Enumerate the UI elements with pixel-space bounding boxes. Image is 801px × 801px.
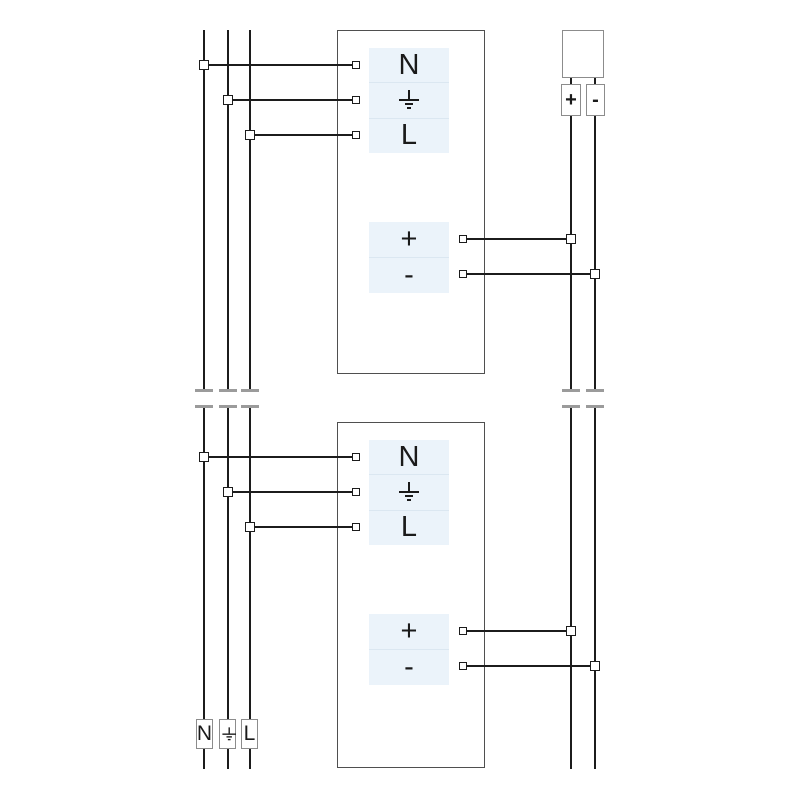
load-negative-terminal: - [586, 84, 605, 116]
break-cap [562, 405, 580, 408]
terminal-label-line: L [369, 509, 449, 545]
junction-square [223, 95, 233, 105]
neutral-label: N [398, 440, 420, 473]
junction-square [566, 234, 576, 244]
junction-square [199, 452, 209, 462]
load-positive-terminal: + [561, 84, 581, 116]
positive-label: + [400, 615, 418, 647]
mains-neutral-terminal: N [196, 719, 213, 749]
junction-square [566, 626, 576, 636]
unit1-dc-terminal-panel: + - [369, 222, 449, 293]
wire-negative-unit2 [463, 665, 595, 667]
load-positive-stub [570, 78, 572, 84]
wire-positive-unit1 [463, 238, 571, 240]
wire-positive-unit2 [463, 630, 571, 632]
bus-neutral-top [203, 30, 205, 392]
terminal-label-neutral: N [369, 440, 449, 474]
bus-line-bottom [249, 406, 251, 769]
load-box [562, 30, 604, 78]
terminal-label-line: L [369, 117, 449, 153]
terminal-label-negative: - [369, 649, 449, 685]
wire-earth-unit1 [228, 99, 356, 101]
junction-square [245, 522, 255, 532]
terminal-square [459, 662, 467, 670]
junction-square [245, 130, 255, 140]
break-cap [562, 389, 580, 392]
terminal-square [352, 523, 360, 531]
break-cap [241, 405, 259, 408]
break-cap [219, 389, 237, 392]
break-cap [195, 389, 213, 392]
terminal-label-positive: + [369, 222, 449, 257]
bus-positive-top [570, 116, 572, 392]
terminal-square [459, 627, 467, 635]
break-cap [586, 389, 604, 392]
mains-line-terminal: L [241, 719, 258, 749]
earth-ground-icon [399, 89, 419, 111]
wire-earth-unit2 [228, 491, 356, 493]
terminal-square [459, 235, 467, 243]
terminal-label-neutral: N [369, 48, 449, 82]
break-cap [586, 405, 604, 408]
neutral-label: N [398, 48, 420, 81]
wire-line-unit2 [250, 526, 356, 528]
wire-neutral-unit2 [204, 456, 356, 458]
unit1-ac-terminal-panel: N L [369, 48, 449, 153]
line-label: L [400, 119, 418, 152]
wire-negative-unit1 [463, 273, 595, 275]
bus-earth-top [227, 30, 229, 392]
bus-neutral-bottom [203, 406, 205, 769]
line-label: L [400, 511, 418, 544]
load-negative-stub [594, 78, 596, 84]
terminal-label-earth [369, 474, 449, 509]
bus-line-top [249, 30, 251, 392]
break-cap [195, 405, 213, 408]
earth-ground-icon [399, 481, 419, 503]
terminal-label-negative: - [369, 257, 449, 293]
line-label: L [243, 722, 256, 745]
terminal-square [459, 270, 467, 278]
negative-label: - [404, 259, 414, 291]
terminal-square [352, 61, 360, 69]
junction-square [590, 661, 600, 671]
bus-negative-bottom [594, 406, 596, 769]
bus-negative-top [594, 116, 596, 392]
junction-square [223, 487, 233, 497]
break-cap [241, 389, 259, 392]
terminal-square [352, 96, 360, 104]
unit2-ac-terminal-panel: N L [369, 440, 449, 545]
negative-label: - [592, 88, 599, 111]
earth-ground-icon [222, 726, 236, 741]
junction-square [590, 269, 600, 279]
wire-neutral-unit1 [204, 64, 356, 66]
bus-positive-bottom [570, 406, 572, 769]
positive-label: + [400, 223, 418, 255]
negative-label: - [404, 651, 414, 683]
terminal-square [352, 453, 360, 461]
mains-earth-terminal [219, 719, 236, 749]
positive-label: + [565, 88, 577, 111]
terminal-square [352, 131, 360, 139]
neutral-label: N [196, 722, 213, 745]
bus-earth-bottom [227, 406, 229, 769]
terminal-label-earth [369, 82, 449, 117]
junction-square [199, 60, 209, 70]
terminal-square [352, 488, 360, 496]
terminal-label-positive: + [369, 614, 449, 649]
wire-line-unit1 [250, 134, 356, 136]
unit2-dc-terminal-panel: + - [369, 614, 449, 685]
break-cap [219, 405, 237, 408]
